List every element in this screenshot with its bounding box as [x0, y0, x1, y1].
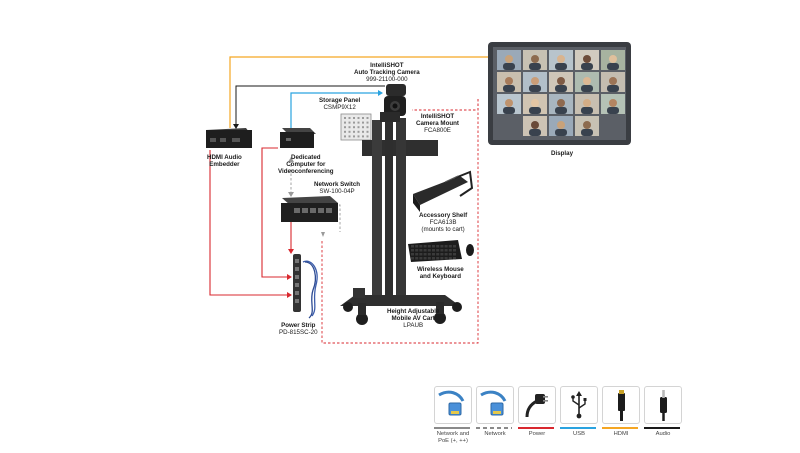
legend-label: Network [484, 431, 506, 437]
audio-embedder-label: HDMI Audio Embedder [207, 154, 242, 168]
legend-label: HDMI [613, 431, 629, 437]
camera-icon [384, 84, 406, 116]
network-switch-name: Network Switch [314, 181, 361, 188]
network-switch-part: SW-100-04P [319, 188, 355, 196]
display-label: Display [551, 150, 573, 157]
mouse-keyboard-label: Wireless Mouse and Keyboard [417, 266, 464, 280]
legend-label: Power [528, 431, 546, 437]
mobile-av-cart-icon [340, 112, 462, 325]
display-icon [488, 42, 631, 145]
display-name: Display [551, 150, 574, 157]
accessory-shelf-label: Accessory Shelf FCA613B (mounts to cart) [419, 212, 467, 234]
keyboard-mouse-icon [408, 240, 474, 262]
legend-line-sample [476, 427, 512, 429]
audio-embedder-name: HDMI Audio Embedder [207, 154, 242, 169]
ethernet-icon [476, 386, 514, 424]
legend-item: Network [476, 386, 514, 438]
legend-line-sample [560, 427, 596, 429]
usb-icon [560, 386, 598, 424]
storage-panel-name: Storage Panel [319, 97, 361, 104]
cart-part: LPAUB [403, 322, 424, 330]
legend-item: Audio [644, 386, 682, 438]
legend-line-sample [518, 427, 554, 429]
power-strip-name: Power Strip [281, 322, 316, 329]
computer-name: Dedicated Computer for Videoconferencing [278, 154, 334, 176]
legend-label: USB [573, 431, 585, 437]
accessory-shelf-icon [413, 170, 474, 212]
storage-panel-label: Storage Panel CSMP9X12 [319, 97, 360, 111]
storage-panel-part: CSMP9X12 [323, 104, 356, 112]
power-strip-icon [293, 254, 318, 319]
network-switch-label: Network Switch SW-100-04P [314, 181, 360, 195]
legend-label: Network and PoE (+, ++) [436, 431, 470, 444]
power-plug-icon [518, 386, 556, 424]
cart-name: Height Adjustable Mobile AV Cart [387, 308, 440, 323]
legend-label: Audio [655, 431, 671, 437]
mouse-keyboard-name: Wireless Mouse and Keyboard [417, 266, 464, 281]
camera-label: IntelliSHOT Auto Tracking Camera 999-211… [354, 62, 420, 84]
computer-label: Dedicated Computer for Videoconferencing [278, 154, 334, 176]
audio-cable-line [235, 85, 385, 126]
accessory-shelf-name: Accessory Shelf [419, 212, 468, 219]
hdmi-icon [602, 386, 640, 424]
power-cable-dashed [321, 99, 479, 344]
power-cable-computer [261, 147, 288, 278]
legend-line-sample [602, 427, 638, 429]
power-strip-label: Power Strip PD-815SC-20 [279, 322, 318, 336]
computer-icon [280, 128, 316, 148]
legend-item: USB [560, 386, 598, 438]
camera-mount-name: IntelliSHOT Camera Mount [416, 113, 459, 128]
hdmi-cable-line [229, 56, 488, 128]
audio-jack-icon [644, 386, 682, 424]
legend-item: Power [518, 386, 556, 438]
camera-mount-label: IntelliSHOT Camera Mount FCA800E [416, 113, 459, 135]
camera-mount-part: FCA800E [424, 127, 451, 135]
storage-panel-icon [340, 113, 372, 141]
hdmi-audio-embedder-icon [206, 128, 252, 148]
power-cable-embedder [209, 150, 288, 296]
legend-line-sample [434, 427, 470, 429]
ethernet-poe-icon [434, 386, 472, 424]
usb-cable-line [290, 92, 378, 128]
camera-name: IntelliSHOT Auto Tracking Camera [354, 62, 420, 77]
camera-part: 999-21100-000 [366, 76, 408, 84]
power-strip-part: PD-815SC-20 [279, 329, 318, 337]
accessory-shelf-part: FCA613B (mounts to cart) [421, 219, 465, 234]
legend-item: Network and PoE (+, ++) [434, 386, 472, 445]
legend-item: HDMI [602, 386, 640, 438]
legend-line-sample [644, 427, 680, 429]
network-switch-icon [281, 196, 338, 222]
cart-label: Height Adjustable Mobile AV Cart LPAUB [387, 308, 439, 330]
